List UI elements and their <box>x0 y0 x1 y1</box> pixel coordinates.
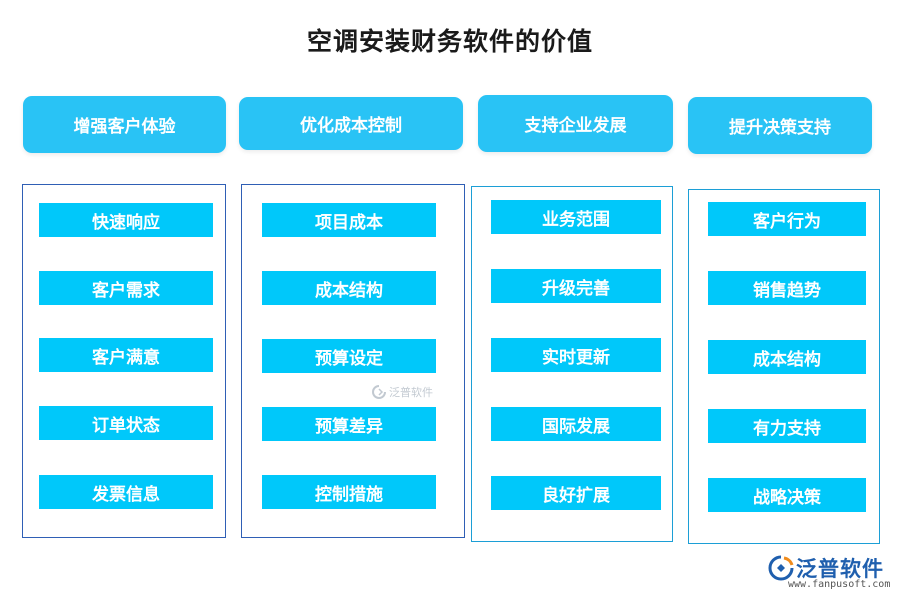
item-3-2: 升级完善 <box>491 269 661 303</box>
item-4-3: 成本结构 <box>708 340 866 374</box>
item-4-5: 战略决策 <box>708 478 866 512</box>
item-2-4: 预算差异 <box>262 407 436 441</box>
item-2-5: 控制措施 <box>262 475 436 509</box>
item-1-4: 订单状态 <box>39 406 213 440</box>
item-3-5: 良好扩展 <box>491 476 661 510</box>
item-2-3: 预算设定 <box>262 339 436 373</box>
brand-logo-icon <box>768 555 794 581</box>
brand-logo: 泛普软件 www.fanpusoft.com <box>768 553 890 595</box>
brand-url: www.fanpusoft.com <box>788 579 891 590</box>
page-title: 空调安装财务软件的价值 <box>306 27 593 56</box>
item-1-5: 发票信息 <box>39 475 213 509</box>
item-1-2: 客户需求 <box>39 271 213 305</box>
brand-logo-icon <box>372 385 386 399</box>
item-4-4: 有力支持 <box>708 409 866 443</box>
item-4-2: 销售趋势 <box>708 271 866 305</box>
column-header-2: 优化成本控制 <box>239 97 463 150</box>
watermark: 泛普软件 <box>372 384 433 400</box>
item-3-1: 业务范围 <box>491 200 661 234</box>
item-3-4: 国际发展 <box>491 407 661 441</box>
item-1-1: 快速响应 <box>39 203 213 237</box>
brand-name: 泛普软件 <box>796 557 884 581</box>
watermark-text: 泛普软件 <box>389 386 433 399</box>
column-header-1: 增强客户体验 <box>23 96 226 153</box>
item-4-1: 客户行为 <box>708 202 866 236</box>
column-header-4: 提升决策支持 <box>688 97 872 154</box>
item-2-1: 项目成本 <box>262 203 436 237</box>
item-1-3: 客户满意 <box>39 338 213 372</box>
column-header-3: 支持企业发展 <box>478 95 673 152</box>
item-2-2: 成本结构 <box>262 271 436 305</box>
item-3-3: 实时更新 <box>491 338 661 372</box>
